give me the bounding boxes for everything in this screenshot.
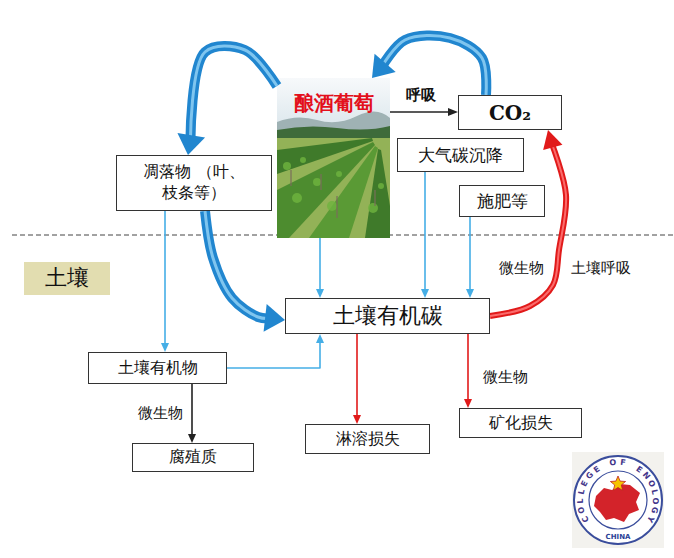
arrow-head [543, 130, 562, 150]
soil-tag: 土壤 [24, 262, 110, 295]
microbe-note: 微生物 [497, 259, 546, 278]
fertilizer-box: 施肥等 [459, 185, 545, 217]
arrow-head [161, 343, 169, 352]
arrow-highlight [190, 46, 277, 140]
logo-country-text: CHINA [606, 533, 631, 541]
arrow-line [424, 172, 426, 291]
deposition-box: 大气碳沉降 [397, 138, 524, 172]
node-text: 淋溶损失 [336, 429, 400, 450]
arrow-line [390, 111, 451, 113]
flow-arrow [390, 108, 458, 116]
arrow-line [191, 384, 193, 436]
arrow-head [316, 334, 324, 343]
grape-photo-box: 酿酒葡萄 [277, 78, 390, 238]
humus-box: 腐殖质 [132, 443, 254, 472]
node-text: 酿酒葡萄 [294, 90, 374, 116]
edge-label: 微生物 [481, 368, 530, 387]
arrow-head [316, 289, 324, 298]
flow-arrow [177, 46, 277, 155]
arrow-highlight [205, 211, 270, 318]
node-text: 土壤有机物 [118, 358, 198, 379]
organic-matter-box: 土壤有机物 [88, 352, 227, 384]
arrow-head [177, 133, 205, 155]
arrow-head [353, 415, 361, 424]
node-text: 施肥等 [477, 190, 528, 212]
arrow-head [421, 289, 429, 298]
flow-arrow [316, 238, 324, 298]
arrow-line [356, 334, 358, 417]
arrow-head [448, 108, 458, 116]
arrow-head [466, 289, 474, 298]
flow-arrow [353, 334, 361, 424]
leaching-box: 淋溶损失 [305, 424, 430, 454]
vineyard-photo [277, 78, 390, 238]
litter-box: 凋落物 （叶、枝条等） [116, 155, 272, 211]
edge-label: 呼吸 [404, 86, 438, 105]
flow-arrow [421, 172, 429, 298]
arrow-line [469, 217, 471, 291]
arrow-line [227, 341, 320, 368]
node-text: 腐殖质 [169, 447, 217, 468]
arrow-line [164, 211, 166, 345]
node-text: CO₂ [489, 100, 531, 126]
node-text: 矿化损失 [489, 413, 553, 434]
co2-box: CO₂ [458, 95, 562, 130]
soil-carbon-box: 土壤有机碳 [285, 298, 490, 334]
arrow-line [319, 238, 321, 291]
edge-label: 微生物 [136, 404, 185, 423]
college-logo [572, 452, 664, 548]
arrow-line [205, 211, 270, 318]
arrow-head [372, 54, 396, 78]
arrow-line [467, 334, 469, 401]
node-text: 土壤有机碳 [333, 302, 443, 331]
arrow-head [264, 304, 285, 332]
flow-arrow [466, 217, 474, 298]
flow-arrow [188, 384, 196, 443]
flow-arrow [227, 334, 324, 368]
node-text: 凋落物 （叶、枝条等） [123, 162, 265, 204]
arrow-line [190, 46, 277, 140]
arrow-head [464, 399, 472, 408]
node-text: 大气碳沉降 [418, 144, 503, 166]
flow-arrow [161, 211, 169, 352]
arrow-head [188, 434, 196, 443]
edge-label: 土壤呼吸 [569, 259, 633, 278]
mineral-loss-box: 矿化损失 [459, 408, 582, 438]
flow-arrow [205, 211, 285, 332]
node-text: 土壤 [45, 264, 89, 293]
flow-arrow [464, 334, 472, 408]
